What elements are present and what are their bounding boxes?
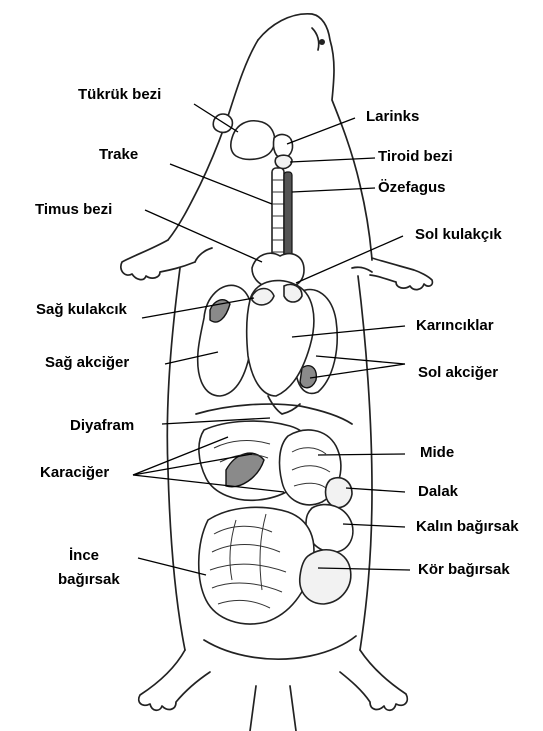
label-kalin-bagirsak: Kalın bağırsak bbox=[416, 518, 519, 536]
leader-ince-bagirsak bbox=[138, 558, 206, 575]
label-sol-akciger: Sol akciğer bbox=[418, 364, 498, 382]
leader-timus-bezi bbox=[145, 210, 262, 262]
label-sag-kulakcik: Sağ kulakcık bbox=[36, 301, 127, 319]
label-diyafram: Diyafram bbox=[70, 417, 134, 435]
label-kor-bagirsak: Kör bağırsak bbox=[418, 561, 510, 579]
spleen bbox=[326, 478, 353, 508]
salivary-gland bbox=[213, 114, 275, 159]
leader-tiroid-bezi bbox=[290, 158, 375, 162]
label-ince-bagirsak-line1: İnce bbox=[69, 547, 99, 565]
diaphragm bbox=[196, 396, 352, 424]
label-timus-bezi: Timus bezi bbox=[35, 201, 112, 219]
label-mide: Mide bbox=[420, 444, 454, 462]
pelvis-outline bbox=[204, 636, 356, 659]
label-dalak: Dalak bbox=[418, 483, 458, 501]
label-ozefagus: Özefagus bbox=[378, 179, 446, 197]
label-karaciger: Karaciğer bbox=[40, 464, 109, 482]
label-tiroid-bezi: Tiroid bezi bbox=[378, 148, 453, 166]
small-intestine bbox=[199, 507, 314, 624]
label-karinciklar: Karıncıklar bbox=[416, 317, 494, 335]
right-lung bbox=[198, 285, 254, 396]
label-sol-kulakcik: Sol kulakçık bbox=[415, 226, 502, 244]
cecum bbox=[300, 550, 351, 604]
label-trake: Trake bbox=[99, 146, 138, 164]
label-sag-akciger: Sağ akciğer bbox=[45, 354, 129, 372]
label-larinks: Larinks bbox=[366, 108, 419, 126]
label-tukruk-bezi: Tükrük bezi bbox=[78, 86, 161, 104]
leader-ozefagus bbox=[292, 188, 375, 192]
leader-larinks bbox=[287, 118, 355, 144]
thyroid-gland bbox=[275, 155, 292, 168]
leader-trake bbox=[170, 164, 272, 204]
label-ince-bagirsak-line2: bağırsak bbox=[58, 571, 120, 589]
leader-sol-kulakcik bbox=[296, 236, 403, 283]
leader-dalak bbox=[346, 488, 405, 492]
